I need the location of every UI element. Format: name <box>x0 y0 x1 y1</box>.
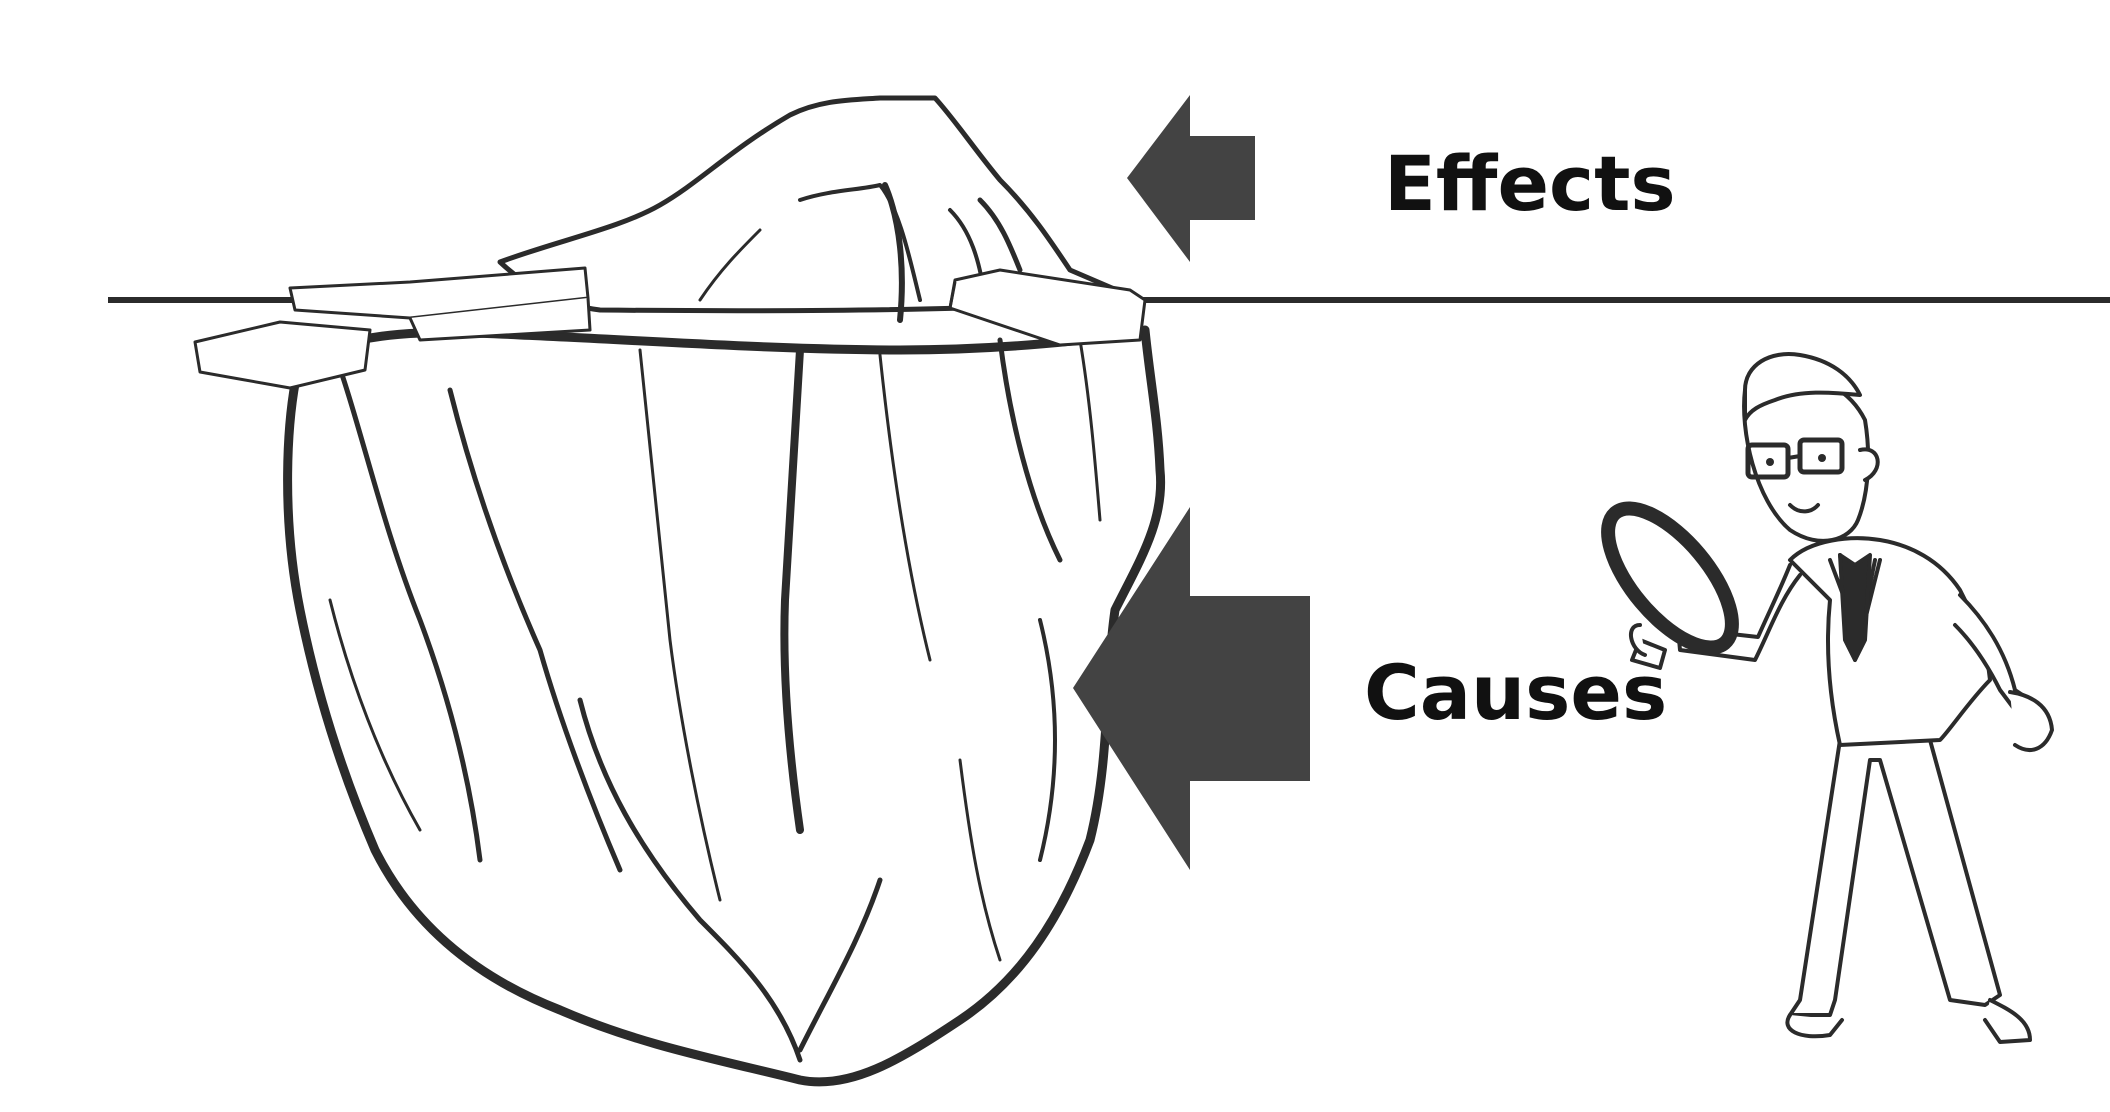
causes-label: Causes <box>1364 648 1668 737</box>
iceberg-underwater <box>283 325 1166 1087</box>
iceberg-tip <box>497 95 1143 323</box>
effects-label: Effects <box>1384 139 1676 228</box>
causes-arrow <box>1073 507 1310 870</box>
man-figure <box>1601 352 2054 1044</box>
effects-arrow <box>1127 95 1255 262</box>
ice-slabs <box>193 266 1147 390</box>
